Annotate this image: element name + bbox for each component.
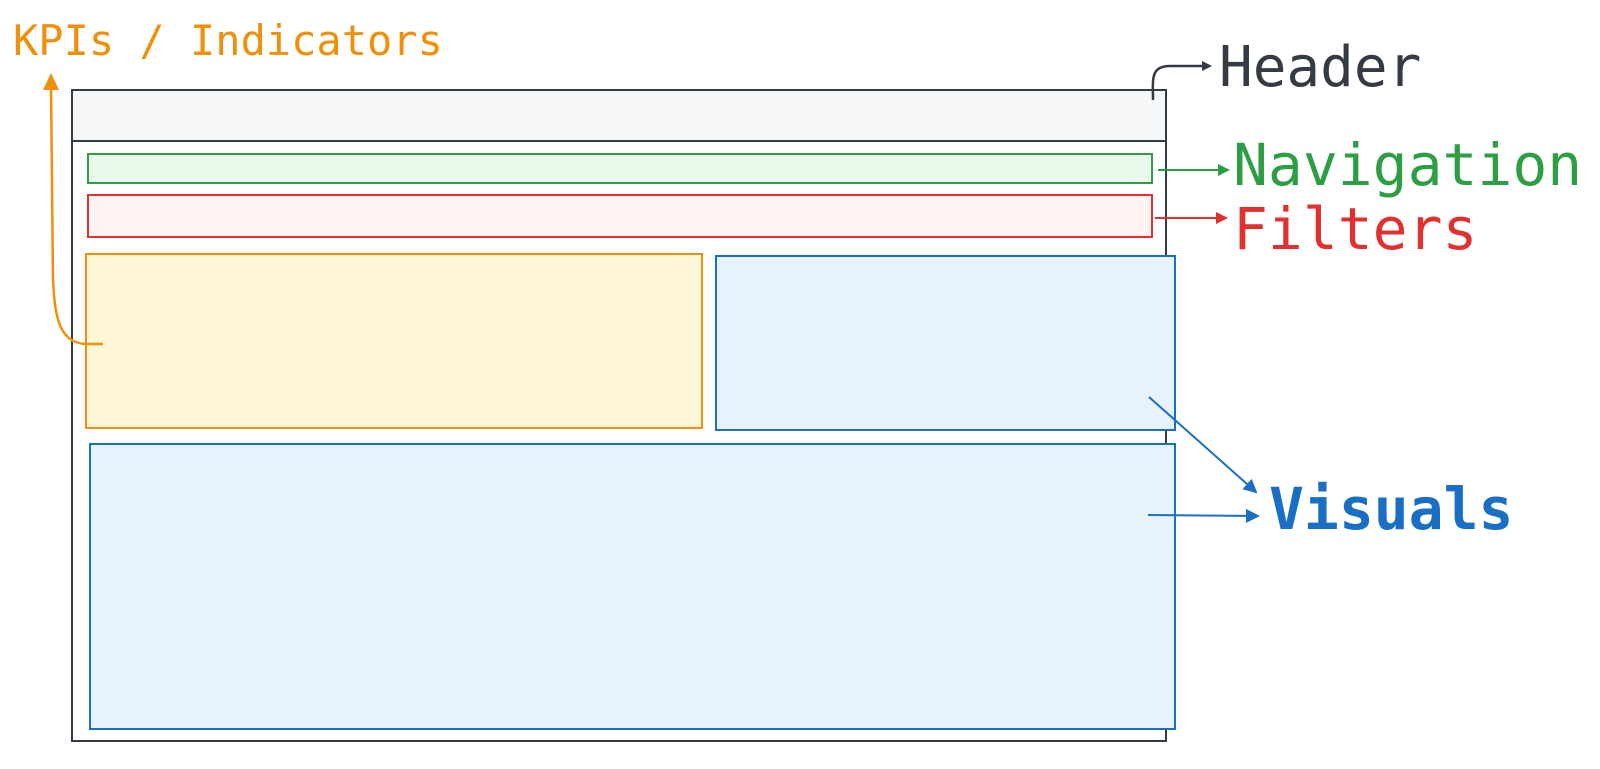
visual-region-bottom <box>89 443 1176 730</box>
visual-region-top-right <box>715 255 1176 431</box>
kpis-label: KPIs / Indicators <box>13 16 443 65</box>
visuals-arrow-horizontal <box>1147 508 1260 523</box>
visuals-label: Visuals <box>1269 475 1514 543</box>
header-region <box>71 89 1167 142</box>
visuals-arrow-diagonal <box>1148 396 1258 494</box>
header-label: Header <box>1219 35 1422 100</box>
navigation-region <box>87 153 1153 184</box>
kpis-region <box>85 253 703 429</box>
kpis-arrow <box>49 85 103 346</box>
navigation-label: Navigation <box>1233 131 1583 199</box>
filters-region <box>87 194 1153 238</box>
filters-label: Filters <box>1233 195 1478 263</box>
header-arrow <box>1151 61 1212 101</box>
